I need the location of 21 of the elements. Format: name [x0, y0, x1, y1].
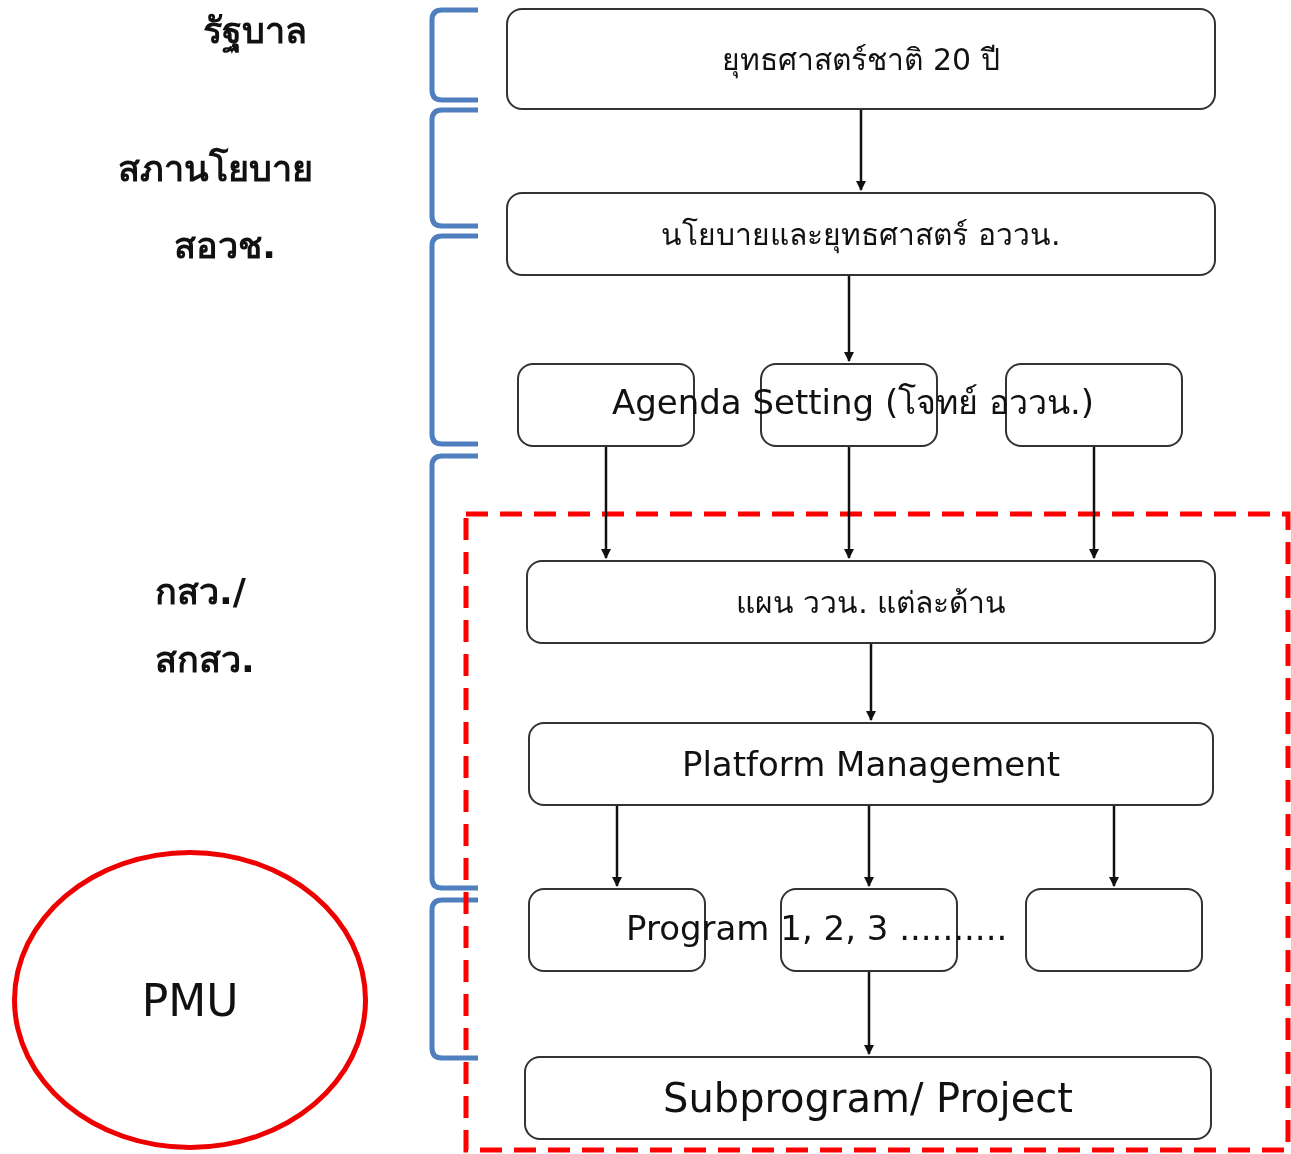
arrow	[844, 276, 854, 362]
side-label: กสว./ สกสว.	[155, 570, 256, 682]
side-label: สอวช.	[174, 223, 276, 268]
side-label: รัฐบาล	[203, 1, 307, 59]
arrow	[1089, 447, 1099, 559]
process-box: แผน ววน. แต่ละด้าน	[526, 560, 1216, 644]
process-box: ยุทธศาสตร์ชาติ 20 ปี	[506, 8, 1216, 110]
arrow	[601, 447, 611, 559]
side-label: สภานโยบาย	[117, 146, 313, 191]
process-box: Subprogram/ Project	[524, 1056, 1212, 1140]
arrow	[866, 644, 876, 721]
process-box: Platform Management	[528, 722, 1214, 806]
empty-box	[1025, 888, 1203, 972]
arrow	[844, 447, 854, 559]
arrow	[856, 110, 866, 191]
ellipse: PMU	[12, 850, 368, 1150]
arrow	[864, 972, 874, 1055]
arrow	[864, 806, 874, 887]
arrow	[612, 806, 622, 887]
process-box: นโยบายและยุทธศาสตร์ อววน.	[506, 192, 1216, 276]
arrow	[1109, 806, 1119, 887]
